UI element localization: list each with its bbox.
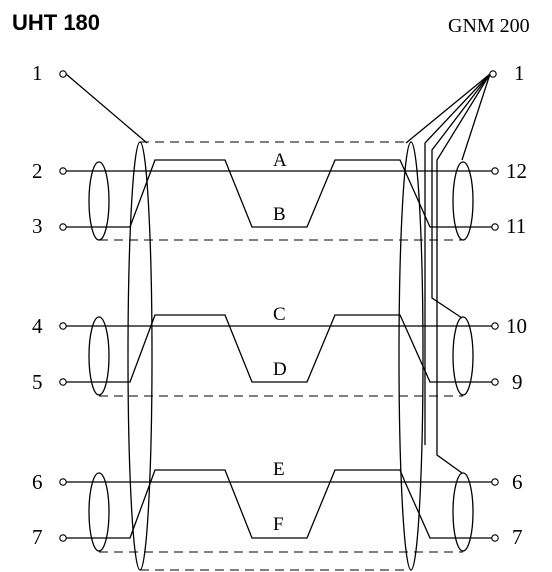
right-terminal-10 [491, 322, 499, 330]
left-terminal-7 [59, 534, 67, 542]
right-pair-shield-2 [452, 316, 474, 396]
left-pair-shield-1 [88, 161, 110, 241]
left-pin-label-4: 4 [32, 314, 43, 338]
left-pin-label-3: 3 [32, 214, 43, 238]
wire-a [66, 170, 492, 228]
twisted-pair-ef [66, 469, 492, 553]
wire-f [66, 469, 492, 539]
wire-label-f: F [273, 514, 284, 535]
left-pin-label-1: 1 [32, 61, 43, 85]
right-pair-shield-1 [452, 161, 474, 241]
left-pair-shield-2 [88, 316, 110, 396]
left-device-title: UHT 180 [12, 10, 100, 35]
wire-e [66, 481, 492, 539]
left-terminal-1 [59, 70, 67, 78]
left-pin-label-2: 2 [32, 159, 43, 183]
right-pin-label-12: 12 [506, 159, 527, 183]
wire-label-c: C [273, 304, 286, 325]
left-ground-wire [65, 73, 148, 144]
wire-b [66, 159, 492, 228]
right-terminals [489, 70, 499, 542]
right-terminal-1 [489, 70, 497, 78]
right-pin-label-7: 7 [512, 525, 523, 549]
wire-label-d: D [273, 359, 287, 380]
left-terminal-3 [59, 223, 67, 231]
right-pin-label-9: 9 [512, 370, 523, 394]
right-pin-label-1: 1 [514, 61, 525, 85]
left-terminal-2 [59, 167, 67, 175]
left-pin-label-5: 5 [32, 370, 43, 394]
wire-d [66, 314, 492, 383]
right-terminal-12 [491, 167, 499, 175]
right-ground-wires [405, 73, 491, 474]
right-device-title: GNM 200 [448, 15, 530, 37]
left-terminal-5 [59, 378, 67, 386]
right-outer-shield [398, 141, 424, 571]
right-terminal-7 [491, 534, 499, 542]
left-pin-label-7: 7 [32, 525, 43, 549]
left-pin-label-6: 6 [32, 470, 43, 494]
right-terminal-11 [491, 223, 499, 231]
twisted-pair-ab [66, 159, 492, 241]
left-pair-shield-3 [88, 472, 110, 552]
wire-label-a: A [273, 150, 287, 171]
wire-label-b: B [273, 204, 286, 225]
right-terminal-9 [491, 378, 499, 386]
left-terminal-6 [59, 478, 67, 486]
wire-label-e: E [273, 459, 285, 480]
right-pin-label-10: 10 [506, 314, 527, 338]
right-pin-label-11: 11 [506, 214, 526, 238]
right-terminal-6 [491, 478, 499, 486]
left-terminal-4 [59, 322, 67, 330]
right-pin-label-6: 6 [512, 470, 523, 494]
twisted-pair-cd [66, 314, 492, 397]
right-pair-shield-3 [452, 472, 474, 552]
wire-c [66, 325, 492, 383]
left-terminals [59, 70, 67, 542]
